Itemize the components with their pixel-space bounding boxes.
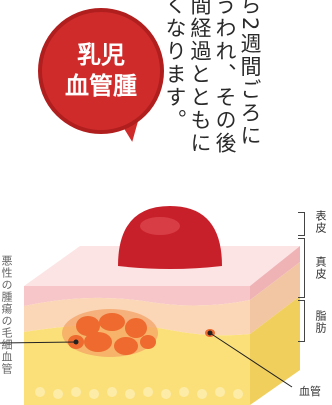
vessel-pointer-dot	[207, 330, 213, 336]
vessel-cluster	[62, 309, 215, 357]
fat-label: 脂肪	[314, 310, 327, 334]
tumor-highlight	[140, 217, 180, 235]
left-pointer-dot	[73, 339, 79, 345]
description-line: くなります。	[163, 0, 187, 132]
dermis-label: 真皮	[314, 256, 327, 280]
epidermis-label: 表皮	[314, 210, 327, 234]
dermis-side	[250, 262, 300, 334]
epidermis-layer	[24, 286, 250, 306]
left-pointer	[0, 341, 77, 344]
bubble-line-1: 乳児	[77, 41, 125, 69]
side-note: 悪性の腫瘍の毛細血管	[0, 255, 13, 375]
epidermis-side	[250, 246, 300, 300]
description-line: うわれ、その後	[213, 0, 237, 155]
hemangioma-bubble: 乳児 血管腫	[38, 8, 164, 134]
fat-cells	[35, 387, 243, 399]
bubble-line-2: 血管腫	[65, 72, 137, 100]
fat-bracket	[298, 300, 305, 342]
description-line: 間経過とともに	[188, 0, 212, 155]
epidermis-bracket	[298, 212, 305, 236]
description-line: ら2週間ごろに	[238, 0, 262, 148]
description-text: ら2週間ごろに うわれ、その後 間経過とともに くなります。	[162, 0, 262, 155]
tumor-dome	[118, 206, 222, 269]
vessel-pointer	[209, 332, 293, 388]
dermis-bracket	[298, 238, 305, 298]
vessel-label: 血管	[299, 385, 321, 398]
fat-side	[250, 296, 300, 405]
